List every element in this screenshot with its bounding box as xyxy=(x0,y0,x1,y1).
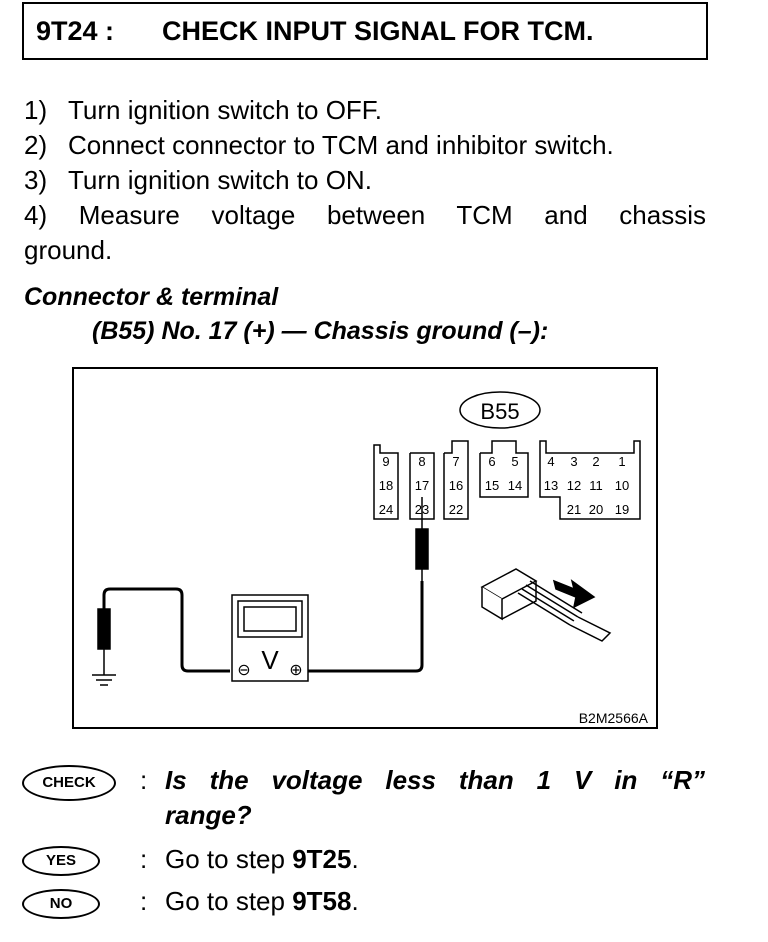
check-question-continued: range? xyxy=(165,800,252,830)
voltmeter-symbol: V xyxy=(261,645,279,675)
step-text: Turn ignition switch to ON. xyxy=(68,165,372,195)
step-title: CHECK INPUT SIGNAL FOR TCM. xyxy=(162,16,594,46)
terminal-number: 4 xyxy=(547,454,554,469)
figure-id: B2M2566A xyxy=(579,710,649,726)
connector-heading: Connector & terminal xyxy=(24,283,279,311)
yes-text: Go to step xyxy=(165,844,293,874)
terminal-number: 6 xyxy=(488,454,495,469)
terminal-number: 21 xyxy=(567,502,581,517)
procedure-step: 1) Turn ignition switch to OFF. xyxy=(24,95,382,126)
ground-probe xyxy=(97,608,111,675)
terminal-number: 3 xyxy=(570,454,577,469)
terminal-number: 7 xyxy=(452,454,459,469)
ground-symbol-icon xyxy=(92,674,116,686)
procedure-step: 3) Turn ignition switch to ON. xyxy=(24,165,372,196)
connector-outline xyxy=(373,440,641,520)
check-badge: CHECK xyxy=(22,765,116,801)
procedure-step: 4) Measure voltage between TCM and chass… xyxy=(24,200,706,231)
yes-badge: YES xyxy=(22,846,100,876)
no-colon: : xyxy=(140,886,148,916)
yes-instruction: Go to step 9T25. xyxy=(165,844,359,875)
connector-label-ellipse xyxy=(459,391,541,429)
no-period: . xyxy=(351,886,359,916)
terminal-number: 16 xyxy=(449,478,463,493)
step-text: Turn ignition switch to OFF. xyxy=(68,95,383,125)
test-lead-wires xyxy=(102,581,424,673)
step-text: ground. xyxy=(24,235,113,265)
step-code: 9T24 : xyxy=(36,16,115,46)
step-number: 1) xyxy=(24,95,48,125)
terminal-row-1: 9 8 7 6 5 4 3 2 1 xyxy=(382,454,625,469)
terminal-number: 15 xyxy=(485,478,499,493)
procedure-step-continued: ground. xyxy=(24,235,112,266)
terminal-number: 20 xyxy=(589,502,603,517)
no-text: Go to step xyxy=(165,886,293,916)
step-header: 9T24 : CHECK INPUT SIGNAL FOR TCM. xyxy=(22,2,708,60)
terminal-row-2: 18 17 16 15 14 13 12 11 10 xyxy=(379,478,629,493)
terminal-number: 8 xyxy=(418,454,425,469)
terminal-number: 12 xyxy=(567,478,581,493)
terminal-number: 9 xyxy=(382,454,389,469)
step-number: 2) xyxy=(24,130,48,160)
terminal-number: 17 xyxy=(415,478,429,493)
connector-illustration-icon xyxy=(480,568,612,642)
yes-colon: : xyxy=(140,844,148,874)
terminal-number: 10 xyxy=(615,478,629,493)
yes-period: . xyxy=(351,844,359,874)
terminal-number: 2 xyxy=(592,454,599,469)
step-number: 4) xyxy=(24,200,48,230)
no-step-ref: 9T58 xyxy=(292,886,352,916)
terminal-number: 11 xyxy=(589,478,603,493)
terminal-number: 1 xyxy=(618,454,625,469)
connector-spec: (B55) No. 17 (+) — Chassis ground (–): xyxy=(92,317,549,345)
yes-step-ref: 9T25 xyxy=(292,844,352,874)
terminal-number: 5 xyxy=(511,454,518,469)
check-colon: : xyxy=(140,765,148,795)
no-instruction: Go to step 9T58. xyxy=(165,886,359,917)
terminal-row-3: 24 23 22 21 20 19 xyxy=(379,502,629,517)
step-text: Measure voltage between TCM and chassis xyxy=(78,200,706,230)
terminal-number: 24 xyxy=(379,502,393,517)
step-number: 3) xyxy=(24,165,48,195)
terminal-number: 22 xyxy=(449,502,463,517)
voltmeter-minus-terminal: ⊖ xyxy=(237,662,250,679)
terminal-number: 18 xyxy=(379,478,393,493)
terminal-number: 13 xyxy=(544,478,558,493)
procedure-step: 2) Connect connector to TCM and inhibitor… xyxy=(24,130,614,161)
terminal-number: 19 xyxy=(615,502,629,517)
meter-probe-positive xyxy=(415,497,429,581)
connector-label: B55 xyxy=(480,399,519,424)
wiring-diagram: B55 9 8 7 6 5 4 3 2 1 18 17 16 15 14 xyxy=(72,367,658,729)
check-question: Is the voltage less than 1 V in “R” xyxy=(165,765,705,795)
voltmeter xyxy=(231,594,309,682)
voltmeter-plus-terminal: ⊕ xyxy=(289,662,302,679)
step-text: Connect connector to TCM and inhibitor s… xyxy=(68,130,614,160)
terminal-number: 14 xyxy=(508,478,522,493)
no-badge: NO xyxy=(22,889,100,919)
